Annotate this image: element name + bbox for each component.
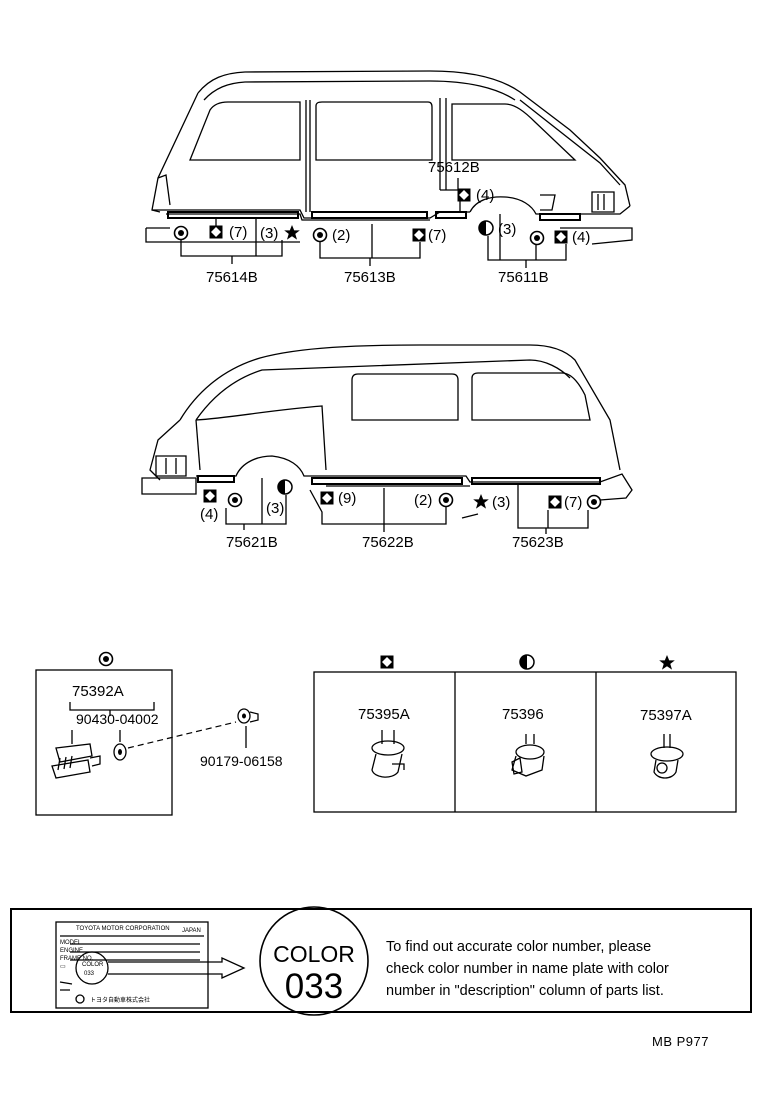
- nut-symbol: [312, 227, 328, 243]
- half-circle-clip-symbol: [519, 654, 535, 670]
- callout-qty: (9): [338, 490, 356, 507]
- callout-qty: (7): [564, 494, 582, 511]
- note-line: To find out accurate color number, pleas…: [386, 939, 652, 955]
- clip-75396-drawing: [511, 734, 545, 777]
- star-clip-symbol: [473, 494, 489, 509]
- bracket-nut-drawing: [51, 743, 127, 779]
- clip-table: [313, 671, 737, 813]
- callout-qty: (4): [572, 229, 590, 246]
- diamond-clip-symbol: [203, 489, 217, 503]
- diamond-clip-symbol: [554, 230, 568, 244]
- part-number: 75395A: [358, 706, 410, 723]
- callout-qty: (3): [266, 500, 284, 517]
- color-note-box: [10, 908, 752, 1013]
- color-badge: COLOR 033: [259, 906, 369, 1016]
- clip-75395A-drawing: [371, 730, 405, 778]
- diamond-clip-symbol: [380, 655, 394, 669]
- lower-leader-lines: [225, 478, 589, 534]
- callout-qty: (3): [498, 221, 516, 238]
- part-number: 90430-04002: [76, 711, 159, 727]
- half-circle-clip-symbol: [478, 220, 494, 236]
- note-line: check color number in name plate with co…: [386, 961, 669, 977]
- nut-group-box: [35, 669, 173, 816]
- clip-75397A-drawing: [650, 734, 684, 779]
- diamond-clip-symbol: [209, 225, 223, 239]
- part-number: 75396: [502, 706, 544, 723]
- svg-text:トヨタ自動車株式会社: トヨタ自動車株式会社: [90, 996, 150, 1004]
- callout-qty: (7): [229, 224, 247, 241]
- part-number: 75621B: [226, 534, 278, 551]
- nut-symbol: [98, 651, 114, 667]
- callout-qty: (2): [414, 492, 432, 509]
- svg-text:JAPAN: JAPAN: [182, 928, 201, 934]
- callout-qty: (2): [332, 227, 350, 244]
- svg-text:FRAME NO.: FRAME NO.: [60, 956, 94, 962]
- svg-text:033: 033: [285, 967, 343, 1006]
- nut-symbol: [227, 492, 243, 508]
- part-number: 75623B: [512, 534, 564, 551]
- note-line: number in "description" column of parts …: [386, 983, 664, 999]
- nut-symbol: [586, 494, 602, 510]
- part-number: 90179-06158: [200, 753, 283, 769]
- part-number: 75611B: [498, 269, 549, 286]
- grommet-drawing: [237, 708, 259, 724]
- svg-text:TOYOTA MOTOR CORPORATION: TOYOTA MOTOR CORPORATION: [76, 926, 170, 932]
- diamond-clip-symbol: [548, 495, 562, 509]
- svg-text:ENGINE: ENGINE: [60, 948, 83, 954]
- callout-qty: (3): [260, 225, 278, 242]
- svg-text:COLOR: COLOR: [273, 941, 355, 967]
- part-number: 75613B: [344, 269, 396, 286]
- diamond-clip-symbol: [457, 188, 471, 202]
- svg-text:▭: ▭: [60, 964, 66, 970]
- svg-text:033: 033: [84, 971, 95, 977]
- upper-leader-lines: [180, 178, 567, 268]
- callout-75612B: 75612B: [428, 159, 480, 176]
- part-number: 75622B: [362, 534, 414, 551]
- part-number: 75614B: [206, 269, 258, 286]
- svg-text:MODEL: MODEL: [60, 940, 82, 946]
- part-number: 75397A: [640, 707, 692, 724]
- callout-qty: (3): [492, 494, 510, 511]
- name-plate: TOYOTA MOTOR CORPORATION JAPAN MODEL ENG…: [55, 921, 209, 1009]
- nut-symbol: [438, 492, 454, 508]
- half-circle-clip-symbol: [277, 479, 293, 495]
- color-note-text: To find out accurate color number, pleas…: [386, 936, 746, 1002]
- arrow-icon: [108, 956, 246, 980]
- callout-qty: (7): [428, 227, 446, 244]
- diamond-clip-symbol: [320, 491, 334, 505]
- diamond-clip-symbol: [412, 228, 426, 242]
- page-code: MB P977: [652, 1034, 709, 1049]
- nut-symbol: [529, 230, 545, 246]
- star-clip-symbol: [284, 225, 300, 240]
- callout-qty: (4): [476, 187, 494, 204]
- upper-van-outline: [145, 70, 633, 245]
- nut-symbol: [173, 225, 189, 241]
- star-clip-symbol: [659, 655, 675, 670]
- callout-qty: (4): [200, 506, 218, 523]
- part-number: 75392A: [72, 683, 124, 700]
- lower-van-outline: [141, 344, 633, 501]
- svg-text:COLOR: COLOR: [82, 962, 104, 968]
